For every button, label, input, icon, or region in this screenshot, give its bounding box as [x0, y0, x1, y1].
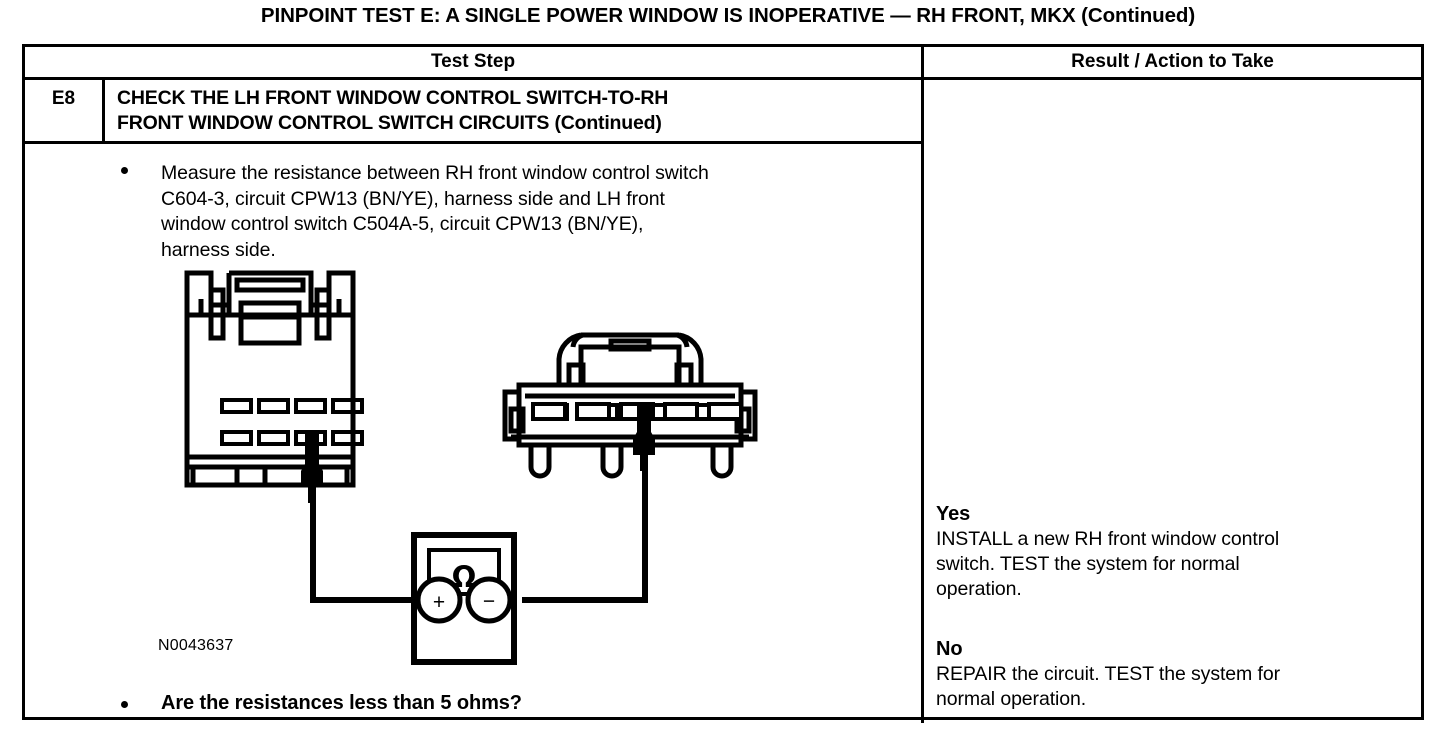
instruction-line-2: C604-3, circuit CPW13 (BN/YE), harness s…: [161, 187, 665, 210]
step-id-label: E8: [51, 88, 76, 109]
result-yes-line-2: switch. TEST the system for normal: [936, 553, 1240, 575]
ohmmeter-graphic: [411, 532, 517, 665]
left-test-probe-icon: [301, 432, 323, 512]
table-header-row: Test Step Result / Action to Take: [25, 47, 1421, 80]
bullet-dot-icon: [121, 167, 128, 174]
instruction-line-1: Measure the resistance between RH front …: [161, 162, 709, 184]
instruction-text: Measure the resistance between RH front …: [161, 161, 906, 263]
result-no-text: REPAIR the circuit. TEST the system for …: [936, 662, 1416, 712]
figure-id-label: N0043637: [158, 637, 234, 654]
right-test-probe-icon: [633, 404, 655, 480]
result-no-label: No: [936, 638, 963, 660]
resistance-measurement-diagram: Ω + −: [25, 47, 1421, 717]
test-lead-wires: [310, 471, 648, 603]
column-header-test-step: Test Step: [430, 51, 516, 72]
step-title-row: E8 CHECK THE LH FRONT WINDOW CONTROL SWI…: [25, 80, 921, 144]
minus-symbol-icon: −: [483, 590, 495, 613]
test-question: Are the resistances less than 5 ohms?: [161, 692, 522, 714]
result-no-block: No REPAIR the circuit. TEST the system f…: [936, 637, 1416, 712]
step-title: CHECK THE LH FRONT WINDOW CONTROL SWITCH…: [117, 86, 912, 136]
step-title-line-1: CHECK THE LH FRONT WINDOW CONTROL SWITCH…: [117, 87, 669, 109]
left-connector-graphic: [184, 270, 356, 488]
ohmmeter-positive-terminal: [415, 576, 463, 624]
column-header-result-action: Result / Action to Take: [1071, 51, 1274, 72]
plus-symbol-icon: +: [433, 591, 445, 614]
page-title: PINPOINT TEST E: A SINGLE POWER WINDOW I…: [260, 4, 1196, 27]
right-connector-cavity-row: [535, 403, 719, 421]
step-title-line-2: FRONT WINDOW CONTROL SWITCH CIRCUITS (Co…: [117, 112, 662, 134]
pinpoint-test-table: Test Step Result / Action to Take E8 CHE…: [22, 44, 1424, 723]
column-divider: [921, 47, 924, 723]
result-yes-block: Yes INSTALL a new RH front window contro…: [936, 502, 1416, 602]
instruction-line-4: harness side.: [161, 238, 276, 261]
instruction-line-3: window control switch C504A-5, circuit C…: [161, 213, 644, 235]
result-no-line-2: normal operation.: [936, 688, 1087, 710]
ohmmeter-display: [427, 548, 501, 596]
step-id-cell: E8: [25, 80, 105, 141]
result-yes-label: Yes: [936, 503, 971, 525]
left-connector-cavity-row-bottom: [220, 430, 364, 446]
result-yes-line-1: INSTALL a new RH front window control: [936, 528, 1280, 550]
bullet-dot-icon: [121, 701, 128, 708]
ohm-symbol-icon: Ω: [452, 560, 477, 594]
right-connector-cavities: [531, 402, 743, 421]
left-connector-cavity-row-top: [220, 398, 364, 414]
result-no-line-1: REPAIR the circuit. TEST the system for: [936, 663, 1280, 685]
right-connector-graphic: [502, 332, 758, 479]
result-yes-text: INSTALL a new RH front window control sw…: [936, 527, 1416, 602]
result-yes-line-3: operation.: [936, 578, 1022, 600]
ohmmeter-negative-terminal: [465, 576, 513, 624]
